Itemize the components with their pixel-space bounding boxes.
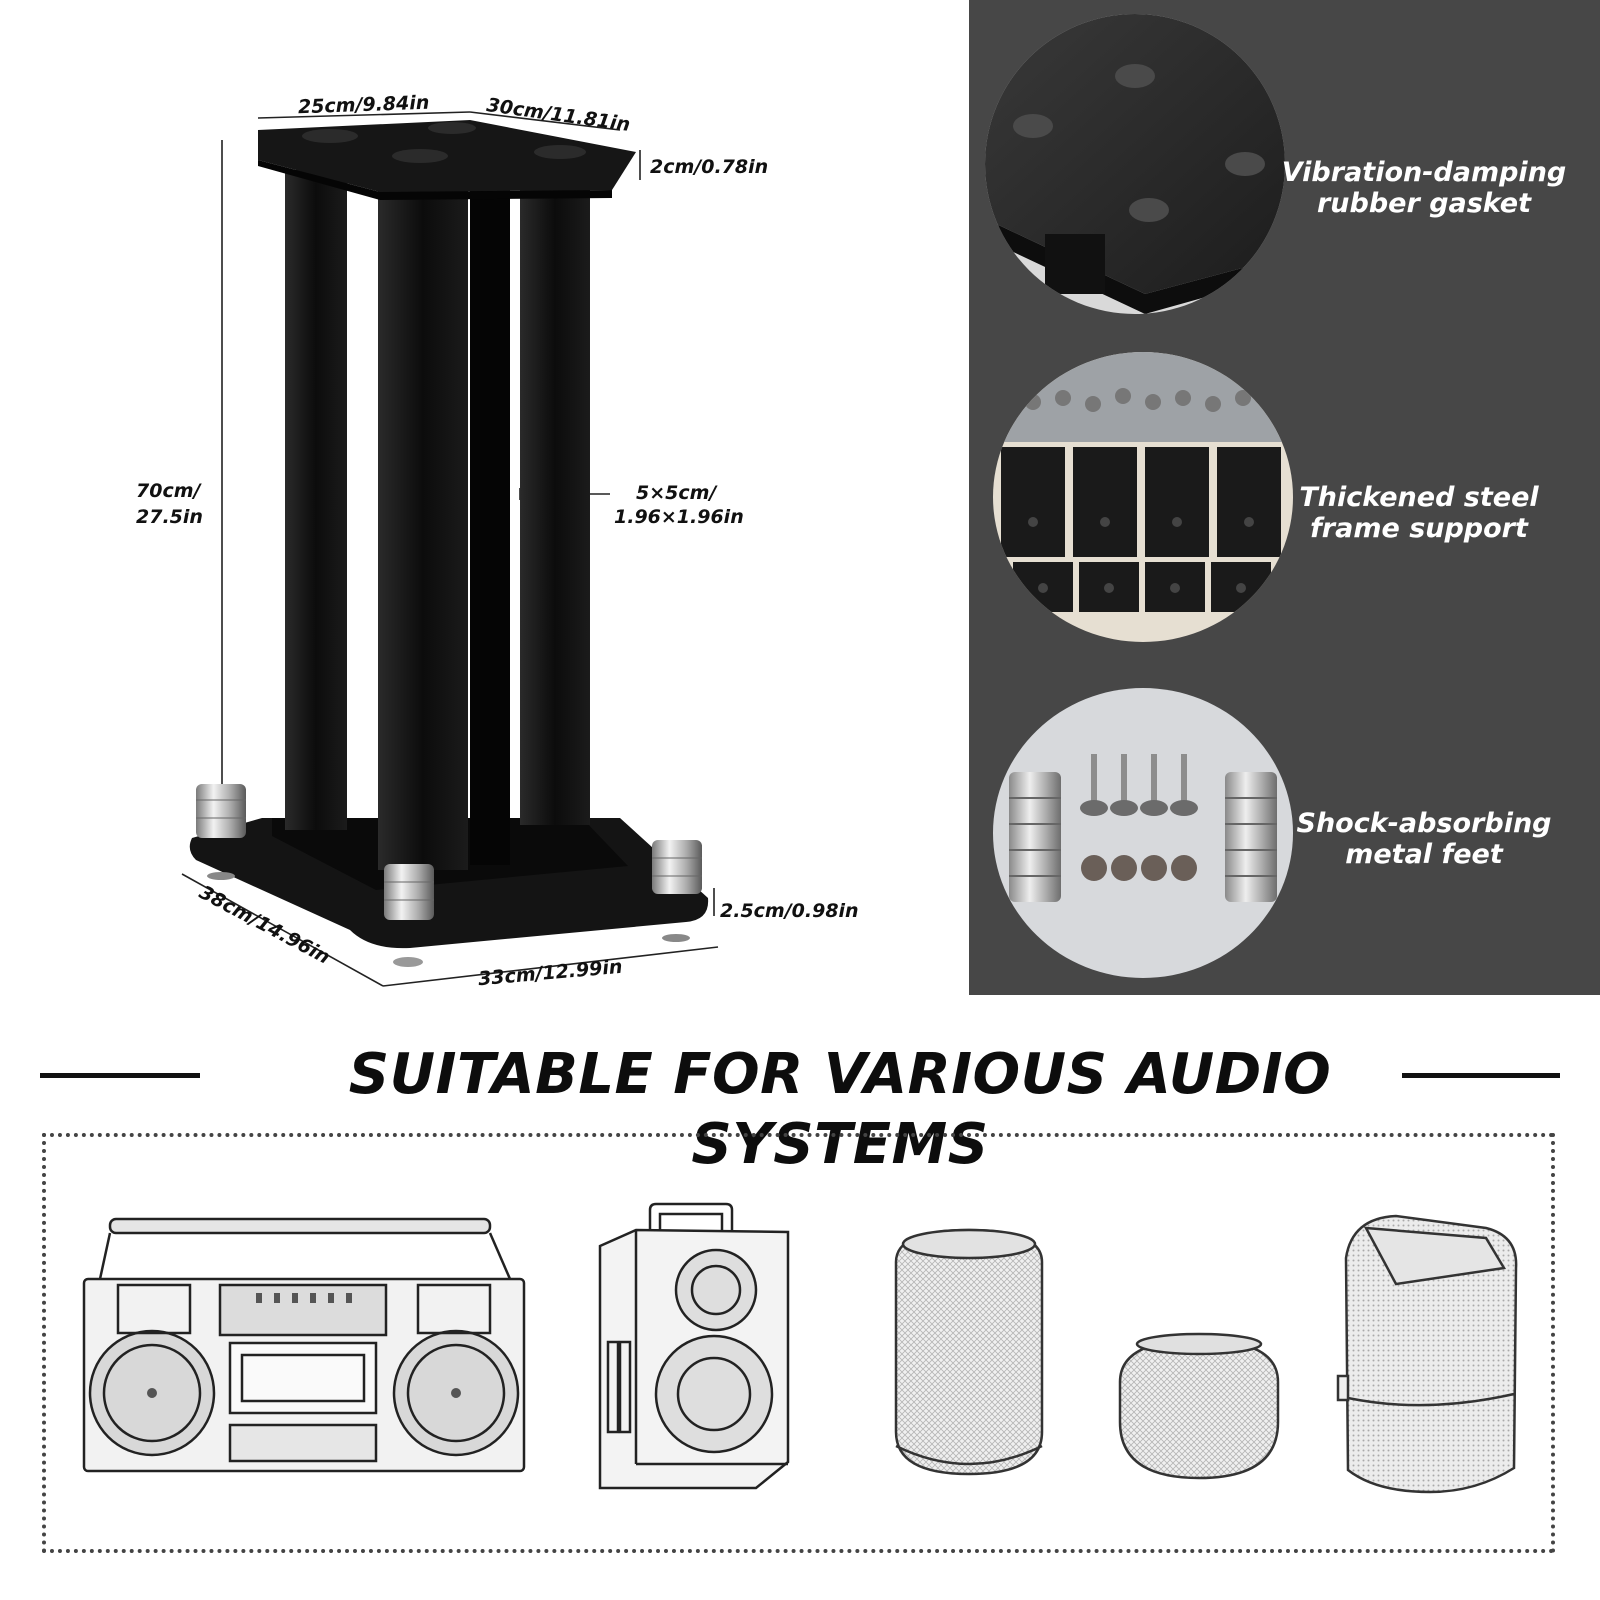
steel-tubes-photo bbox=[993, 352, 1293, 642]
smart-speaker-icon bbox=[1118, 1332, 1280, 1480]
height-label-2: 27.5in bbox=[136, 506, 203, 528]
boombox-icon bbox=[82, 1217, 526, 1473]
fabric-speaker-icon bbox=[1336, 1214, 1518, 1494]
height-label-1: 70cm/ bbox=[136, 480, 201, 502]
metal-feet-photo bbox=[993, 688, 1293, 978]
metal-foot-front-left bbox=[384, 864, 434, 967]
section-heading: SUITABLE FOR VARIOUS AUDIO SYSTEMS bbox=[40, 1040, 1560, 1177]
section-title: SUITABLE FOR VARIOUS AUDIO SYSTEMS bbox=[348, 1042, 1332, 1177]
top-width-label: 25cm/9.84in bbox=[297, 91, 430, 119]
base-thickness-label: 2.5cm/0.98in bbox=[720, 900, 859, 922]
metal-foot-back-left bbox=[196, 784, 246, 880]
bookshelf-speaker-icon bbox=[598, 1202, 790, 1490]
cylinder-speaker-icon bbox=[894, 1228, 1044, 1476]
pillar-label-2: 1.96×1.96in bbox=[614, 506, 744, 528]
speaker-stand-illustration bbox=[181, 111, 719, 987]
systems-box bbox=[42, 1133, 1555, 1553]
pillar-label-1: 5×5cm/ bbox=[636, 482, 717, 504]
metal-foot-front-right bbox=[652, 840, 702, 942]
heading-rule-right bbox=[1402, 1073, 1560, 1078]
rubber-gasket-photo bbox=[985, 14, 1285, 314]
heading-rule-left bbox=[40, 1073, 200, 1078]
top-thickness-label: 2cm/0.78in bbox=[650, 156, 769, 178]
